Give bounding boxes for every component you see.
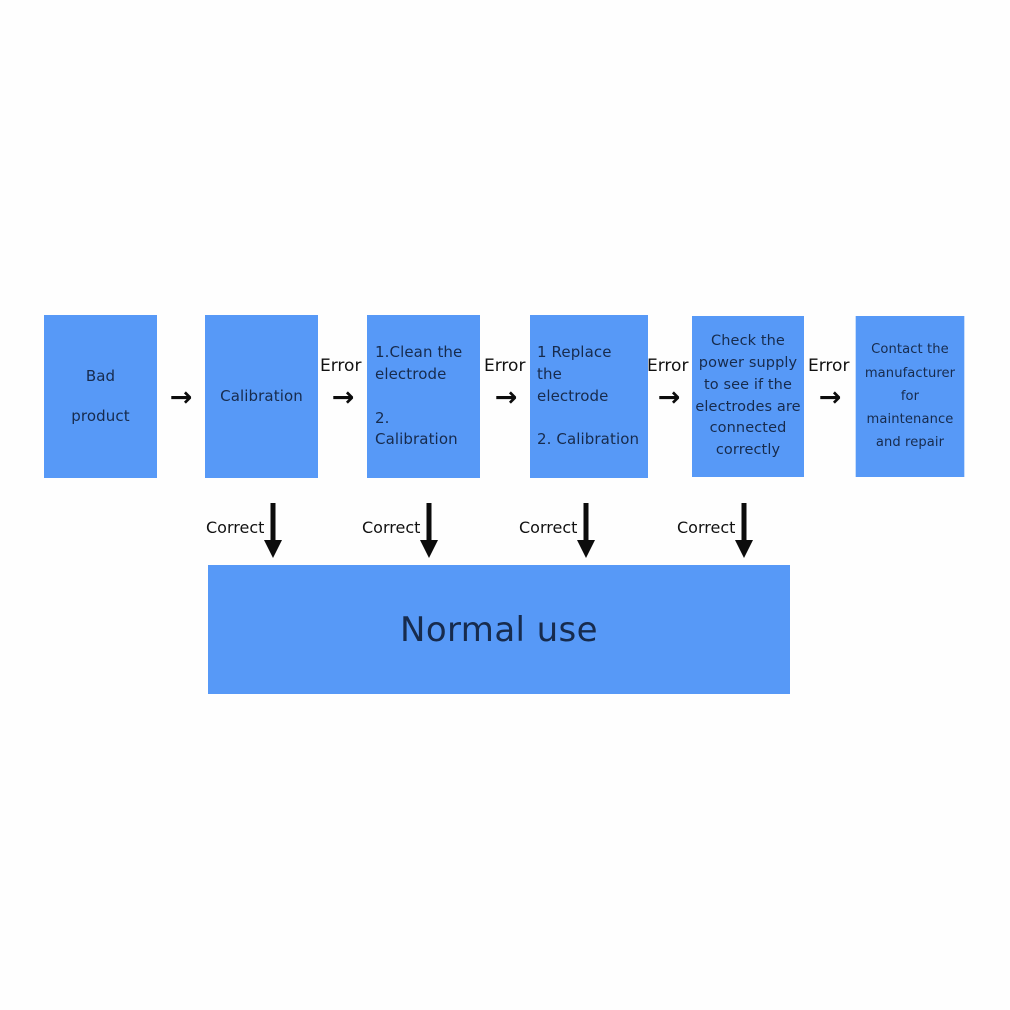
node-line: Check the	[711, 333, 785, 350]
node-line: to see if the	[703, 376, 792, 393]
edge-label-correct: Correct	[677, 518, 736, 537]
flow-node-clean-electrode[interactable]: 1.Clean the electrode 2. Calibration	[367, 315, 480, 478]
arrow-right-icon: →	[657, 382, 681, 413]
node-line: product	[71, 406, 130, 425]
arrow-right-icon: →	[494, 382, 518, 413]
flow-node-replace-electrode[interactable]: 1 Replace the electrode 2. Calibration	[530, 315, 648, 478]
node-line: Contact the	[871, 341, 949, 358]
edge-label-correct: Correct	[362, 518, 421, 537]
node-line: 1 Replace the	[537, 343, 612, 383]
node-line: power supply	[698, 355, 798, 371]
arrow-right-icon: →	[331, 382, 355, 413]
node-line: 2. Calibration	[537, 430, 640, 449]
node-line: connected	[709, 420, 787, 437]
edge-label-error: Error	[808, 356, 850, 376]
edge-label-error: Error	[484, 356, 526, 376]
normal-use-label: Normal use	[399, 609, 598, 650]
arrow-right-icon: →	[169, 382, 193, 413]
node-line: 2. Calibration	[375, 408, 458, 449]
arrow-down-icon	[262, 503, 284, 559]
node-line: 1.Clean the	[375, 343, 463, 361]
edge-label-correct: Correct	[206, 518, 265, 537]
node-line: for maintenance	[866, 387, 954, 428]
arrow-down-icon	[575, 503, 597, 559]
node-line: electrodes are	[695, 398, 801, 415]
node-line: Bad	[85, 366, 116, 385]
node-line: manufacturer	[864, 364, 956, 381]
flow-node-check-power-supply[interactable]: Check the power supply to see if the ele…	[692, 316, 804, 477]
arrow-down-icon	[418, 503, 440, 559]
edge-label-correct: Correct	[519, 518, 578, 537]
flow-node-calibration[interactable]: Calibration	[205, 315, 318, 478]
node-line: electrode	[375, 364, 447, 383]
flow-node-contact-manufacturer[interactable]: Contact the manufacturer for maintenance…	[855, 316, 965, 477]
node-line: and repair	[875, 434, 945, 451]
edge-label-error: Error	[320, 356, 362, 376]
edge-label-error: Error	[647, 356, 689, 376]
flow-node-bad-product[interactable]: Bad product	[44, 315, 157, 478]
node-line: electrode	[537, 386, 609, 405]
arrow-right-icon: →	[818, 382, 842, 413]
flow-node-normal-use[interactable]: Normal use	[208, 565, 790, 694]
arrow-down-icon	[733, 503, 755, 559]
node-line: correctly	[715, 442, 781, 458]
node-line: Calibration	[220, 386, 303, 405]
